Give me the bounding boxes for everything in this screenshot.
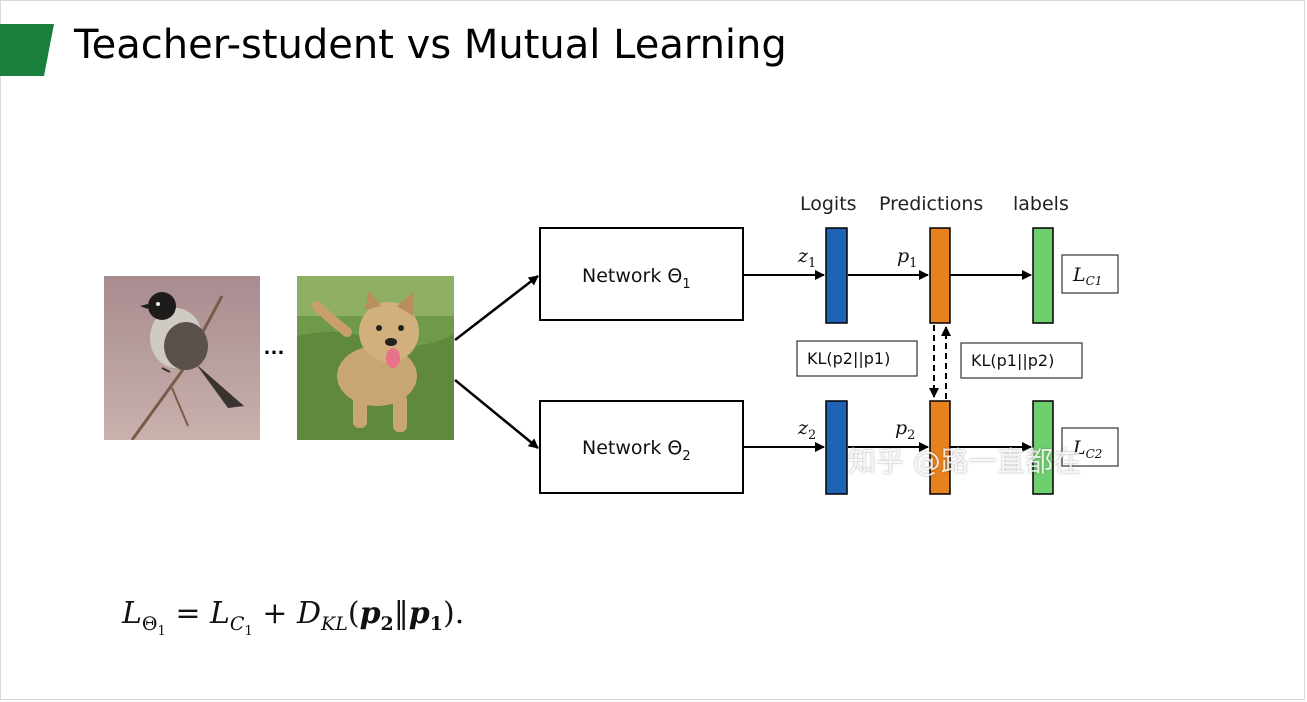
label-bar-1	[1032, 227, 1054, 324]
logits-bar-1	[825, 227, 848, 324]
kl-box-left	[796, 340, 918, 377]
p2-label: p2	[895, 417, 915, 443]
loss-1-label: LC1	[1072, 264, 1102, 288]
z2-label: z2	[797, 417, 816, 443]
label-bar-2	[1032, 400, 1054, 495]
input-arrow-2	[454, 379, 539, 449]
loss-box-1	[1061, 254, 1119, 294]
loss-box-2	[1061, 427, 1119, 467]
p1-label: p1	[897, 245, 917, 271]
prediction-bar-1	[929, 227, 951, 324]
header-logits: Logits	[800, 193, 857, 215]
ellipsis: …	[263, 334, 286, 359]
logits-bar-2	[825, 400, 848, 495]
kl-right-text: KL(p1||p2)	[971, 351, 1054, 370]
header-labels: labels	[1013, 193, 1069, 215]
header-predictions: Predictions	[879, 193, 983, 215]
network-2-box	[539, 400, 744, 494]
bird-photo	[104, 276, 260, 440]
network-2-label: Network Θ2	[582, 437, 691, 464]
network-1-box	[539, 227, 744, 321]
prediction-bar-2	[929, 400, 951, 495]
input-arrow-1	[454, 275, 539, 341]
kl-box-right	[960, 342, 1083, 379]
network-1-label: Network Θ1	[582, 265, 691, 292]
z1-label: z1	[797, 245, 816, 271]
loss-formula: LΘ1 = LC1 + DKL(p2‖p1).	[122, 596, 465, 639]
watermark-text: 知乎 @路一直都在	[848, 445, 1081, 478]
kl-left-text: KL(p2||p1)	[807, 349, 890, 368]
loss-2-label: LC2	[1072, 437, 1102, 461]
dog-photo	[297, 276, 454, 440]
slide-title: Teacher-student vs Mutual Learning	[74, 22, 787, 68]
title-accent-bar	[0, 24, 54, 76]
